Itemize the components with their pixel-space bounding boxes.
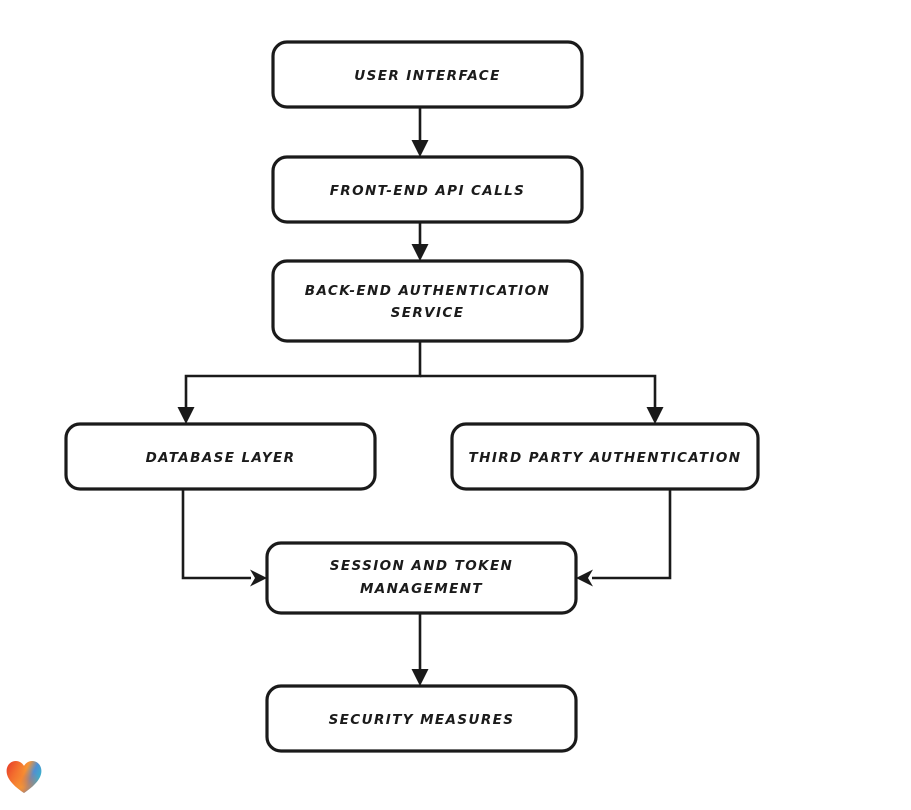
node-back-end-authentication-service[interactable]: BACK-END AUTHENTICATION SERVICE <box>271 259 584 343</box>
edge-database-to-session <box>181 489 267 587</box>
node-third-party-authentication-shape[interactable] <box>450 422 760 491</box>
node-layer: USER INTERFACE FRONT-END API CALLS BACK-… <box>64 40 760 753</box>
edge-backend-to-database <box>177 341 422 424</box>
node-third-party-authentication[interactable]: THIRD PARTY AUTHENTICATION <box>450 422 760 491</box>
node-security-measures-shape[interactable] <box>265 684 578 753</box>
node-security-measures-label: SECURITY MEASURES <box>329 712 515 728</box>
heart-watermark <box>6 760 42 794</box>
node-front-end-api-calls-label: FRONT-END API CALLS <box>330 183 526 199</box>
node-third-party-authentication-label: THIRD PARTY AUTHENTICATION <box>469 450 742 466</box>
node-user-interface-shape[interactable] <box>271 40 584 109</box>
node-database-layer-shape[interactable] <box>64 422 377 491</box>
node-user-interface[interactable]: USER INTERFACE <box>271 40 584 109</box>
edge-thirdparty-to-session <box>576 489 672 587</box>
node-back-end-authentication-service-shape[interactable] <box>271 259 584 343</box>
node-database-layer-label: DATABASE LAYER <box>146 450 296 466</box>
edge-session-to-security <box>411 613 429 686</box>
node-security-measures[interactable]: SECURITY MEASURES <box>265 684 578 753</box>
edge-layer <box>177 107 672 686</box>
edge-backend-to-thirdparty <box>420 374 664 424</box>
edge-api-to-backend <box>411 222 429 261</box>
node-front-end-api-calls-shape[interactable] <box>271 155 584 224</box>
node-session-and-token-management-label-line1: SESSION AND TOKEN <box>330 558 514 574</box>
heart-icon <box>6 761 42 793</box>
node-back-end-authentication-service-label-line1: BACK-END AUTHENTICATION <box>305 283 550 299</box>
node-database-layer[interactable]: DATABASE LAYER <box>64 422 377 491</box>
node-session-and-token-management-label-line2: MANAGEMENT <box>360 581 483 597</box>
node-session-and-token-management[interactable]: SESSION AND TOKEN MANAGEMENT <box>265 541 578 615</box>
edge-ui-to-api <box>411 107 429 157</box>
node-user-interface-label: USER INTERFACE <box>354 68 500 84</box>
node-session-and-token-management-shape[interactable] <box>265 541 578 615</box>
node-front-end-api-calls[interactable]: FRONT-END API CALLS <box>271 155 584 224</box>
node-back-end-authentication-service-label-line2: SERVICE <box>391 305 465 321</box>
